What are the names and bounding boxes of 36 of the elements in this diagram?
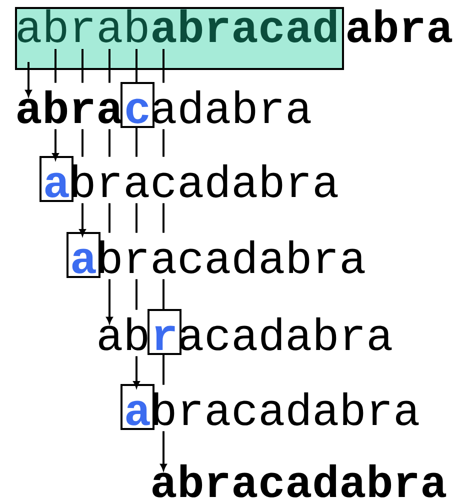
pattern-text: acadabra [180,317,392,351]
text-window: abrababracad [15,7,344,70]
connector-line [136,279,138,310]
connector-line [136,128,138,157]
connector-line [82,49,84,83]
highlighted-letter: r [148,309,182,355]
connector-line [108,129,110,157]
connector-line [162,279,164,309]
arrow [25,62,32,97]
pattern-text: adabra [153,90,311,124]
connector-line [54,49,56,83]
highlighted-letter: a [120,384,154,430]
arrow [52,129,59,160]
connector-line [82,129,84,157]
highlighted-letter: a [40,156,74,202]
bold-text: abracadabra [152,464,446,498]
connector-line [136,203,138,233]
arrow [79,203,86,236]
connector-line [108,203,110,233]
arrow [160,431,167,471]
highlighted-letter: c [120,82,154,128]
pattern-text: bracadabra [154,392,419,426]
pattern-text: bracadabra [73,164,338,198]
highlighted-letter: a [66,232,100,278]
arrow [133,356,140,388]
connector-line [136,49,138,82]
arrow [106,279,113,324]
connector-line [162,203,164,233]
connector-line [162,129,164,157]
pattern-text: ab [99,317,148,350]
pattern-text: bracadabra [100,240,365,274]
connector-line [162,355,164,385]
bold-text: abra [348,9,452,42]
connector-line [108,49,110,83]
bold-text: abra [18,90,122,124]
connector-line [162,49,164,83]
